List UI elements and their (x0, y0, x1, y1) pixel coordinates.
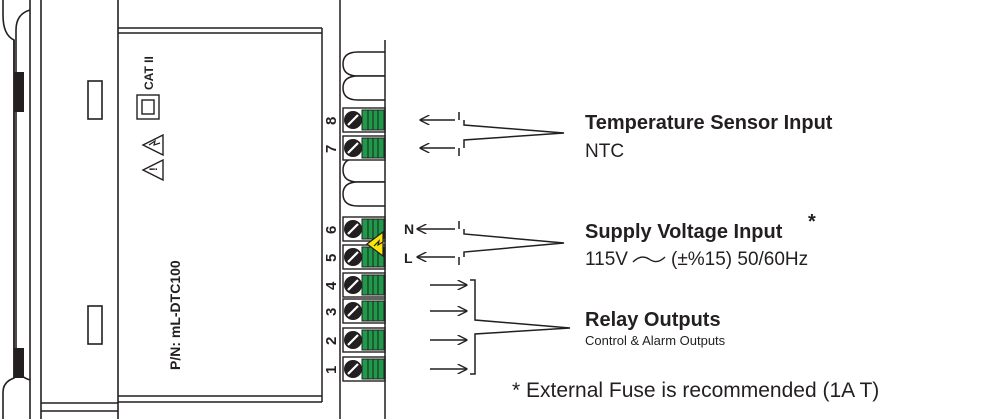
front-panel (118, 0, 341, 419)
part-number: P/N: mL-DTC100 (167, 260, 183, 370)
pin-number: 3 (323, 308, 340, 316)
screw-slot (347, 251, 359, 263)
pin-number: 7 (323, 145, 340, 153)
neutral-label: N (404, 221, 414, 237)
connection-lines (417, 112, 571, 375)
cat-rating: CAT II (142, 56, 156, 90)
pin-number: 2 (323, 337, 340, 345)
supply-asterisk: * (808, 211, 816, 233)
supply-warning-icon (366, 230, 384, 258)
terminal-2: 2 (323, 327, 386, 353)
shock-hazard-icon (141, 133, 164, 157)
supply-voltage: 115V (585, 249, 628, 270)
svg-text:!: ! (148, 167, 160, 171)
screw-slot (347, 334, 359, 346)
pin-number: 5 (323, 254, 340, 262)
terminal-row: 1 2 3 4 5 6 7 8 (323, 107, 386, 382)
screw-slot (347, 223, 359, 235)
mount-slot-top (87, 80, 103, 120)
supply-spec: (±%15) 50/60Hz (671, 249, 808, 270)
screw-slot (347, 114, 359, 126)
pin-number: 4 (323, 281, 340, 290)
ac-symbol-icon (632, 256, 666, 263)
side-notch (14, 72, 24, 378)
pin-number: 8 (323, 117, 340, 125)
terminal-8: 8 (323, 107, 386, 133)
relay-outputs-title: Relay Outputs (585, 309, 721, 331)
screw-slot (347, 363, 359, 375)
terminal-block (342, 40, 386, 419)
line-label: L (404, 250, 413, 266)
terminal-4: 4 (323, 272, 386, 298)
terminal-3: 3 (323, 298, 386, 324)
screw-slot (347, 279, 359, 291)
warning-icon: ! (141, 158, 164, 182)
terminal-7: 7 (323, 135, 386, 161)
screw-slot (347, 305, 359, 317)
pin-number: 6 (323, 226, 340, 234)
terminal-1: 1 (323, 356, 386, 382)
relay-outputs-subtitle: Control & Alarm Outputs (585, 333, 726, 348)
fuse-footnote: * External Fuse is recommended (1A T) (512, 379, 879, 402)
temperature-input-subtitle: NTC (585, 141, 624, 162)
screw-slot (347, 142, 359, 154)
mount-slot-bottom (87, 305, 103, 345)
temperature-input-title: Temperature Sensor Input (585, 112, 833, 134)
supply-input-title: Supply Voltage Input (585, 221, 783, 243)
double-insulation-icon (136, 94, 160, 120)
pin-number: 1 (323, 366, 340, 374)
